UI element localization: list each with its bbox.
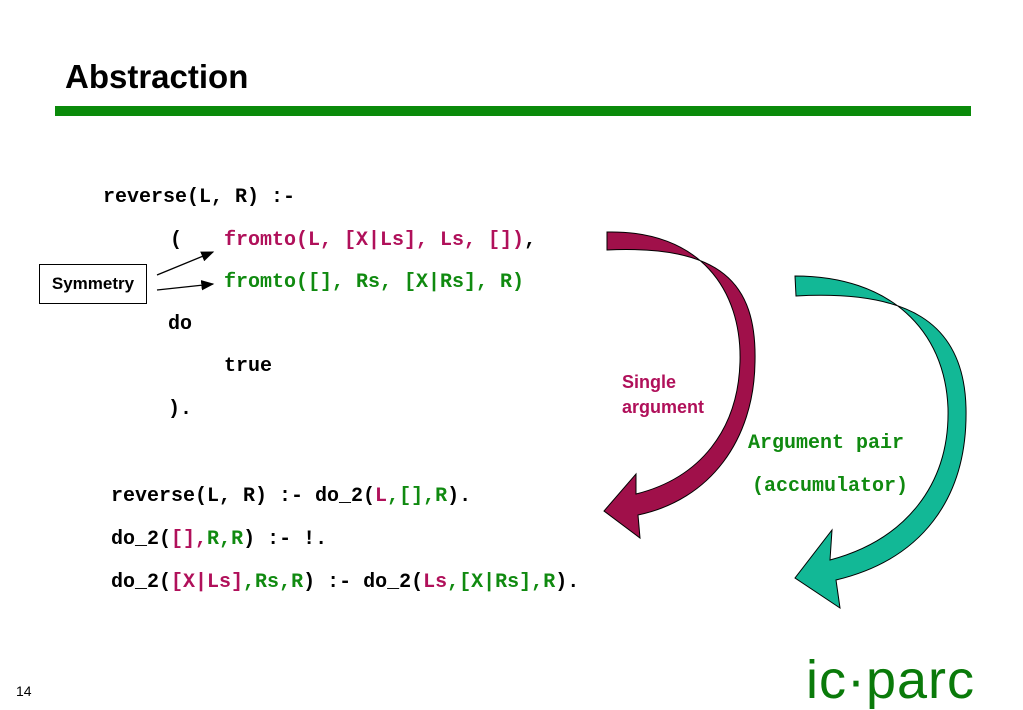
code-line-do2-base: do_2([],R,R) :- !. [111, 528, 328, 551]
title-underline [55, 106, 971, 116]
code-line-fromto-1: fromto(L, [X|Ls], Ls, []), [224, 229, 536, 253]
symmetry-label-box: Symmetry [39, 264, 147, 304]
code-line-do2-recursive: do_2([X|Ls],Rs,R) :- do_2(Ls,[X|Rs],R). [111, 571, 580, 594]
single-argument-label: Single argument [622, 372, 705, 417]
symmetry-arrow-bottom [156, 280, 215, 291]
fromto-single-call: fromto(L, [X|Ls], Ls, []) [224, 229, 525, 252]
argument-pair-curved-arrow [794, 275, 967, 610]
accumulator-label: (accumulator) [752, 475, 909, 498]
code-line-reverse-do2: reverse(L, R) :- do_2(L,[],R). [111, 485, 472, 508]
code-line-true: true [224, 355, 273, 378]
page-number: 14 [16, 683, 32, 699]
code-open-paren: ( [170, 229, 183, 252]
code-line-reverse-head: reverse(L, R) :- [103, 186, 296, 209]
symmetry-arrow-top [156, 251, 215, 276]
code-comma: , [524, 229, 537, 252]
code-line-do: do [168, 313, 193, 336]
code-line-close: ). [168, 398, 193, 421]
icparc-logo: ic·parc [806, 650, 976, 710]
argument-pair-label: Argument pair [748, 432, 905, 455]
code-line-fromto-2: fromto([], Rs, [X|Rs], R) [224, 271, 525, 294]
single-argument-curved-arrow [603, 231, 756, 540]
slide-title: Abstraction [65, 58, 249, 95]
